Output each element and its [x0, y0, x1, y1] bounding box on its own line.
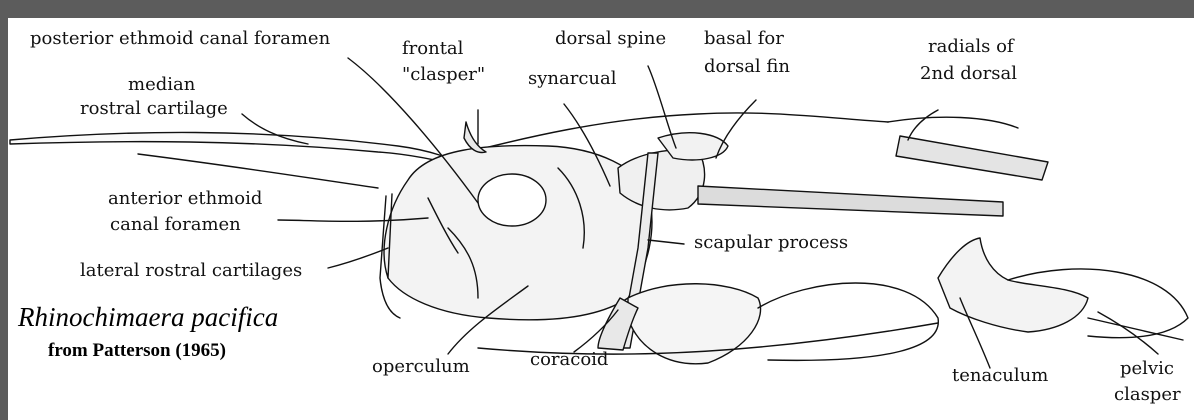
radials-2nd-dorsal — [896, 136, 1048, 180]
label-lateral-rostral: lateral rostral cartilages — [80, 260, 302, 281]
label-radials-1: radials of — [928, 36, 1014, 57]
label-frontal-clasper-2: "clasper" — [402, 64, 485, 85]
label-operculum: operculum — [372, 356, 470, 377]
leader-dorsal-spine — [648, 66, 676, 148]
leader-pelvic-clasper — [1098, 312, 1158, 354]
label-coracoid: coracoid — [530, 349, 608, 370]
diagram-canvas: posterior ethmoid canal foramen frontal … — [8, 18, 1194, 420]
label-pelvic-clasper-2: clasper — [1114, 384, 1181, 405]
label-anterior-ethmoid-2: canal foramen — [110, 214, 241, 235]
label-pelvic-clasper-1: pelvic — [1120, 358, 1174, 379]
label-median-rostral-1: median — [128, 74, 195, 95]
pelvic-girdle — [938, 238, 1088, 332]
vertebral-column — [698, 186, 1003, 216]
species-title: Rhinochimaera pacifica — [18, 302, 278, 333]
label-basal-dorsal-1: basal for — [704, 28, 784, 49]
label-radials-2: 2nd dorsal — [920, 63, 1017, 84]
source-credit: from Patterson (1965) — [48, 340, 226, 362]
leader-radials — [908, 110, 938, 140]
label-anterior-ethmoid-1: anterior ethmoid — [108, 188, 262, 209]
label-dorsal-spine: dorsal spine — [555, 28, 666, 49]
median-rostral-cartilage — [10, 132, 468, 168]
leader-lateral-rostral — [328, 248, 388, 268]
label-posterior-ethmoid: posterior ethmoid canal foramen — [30, 28, 330, 49]
dorsal-outline-2 — [888, 117, 1018, 128]
pectoral-outline — [758, 283, 938, 360]
label-median-rostral-2: rostral cartilage — [80, 98, 228, 119]
label-basal-dorsal-2: dorsal fin — [704, 56, 790, 77]
label-synarcual: synarcual — [528, 68, 617, 89]
label-tenaculum: tenaculum — [952, 365, 1048, 386]
label-frontal-clasper-1: frontal — [402, 38, 463, 59]
label-scapular-process: scapular process — [694, 232, 848, 253]
leader-scapular — [648, 240, 684, 244]
orbit — [478, 174, 546, 226]
